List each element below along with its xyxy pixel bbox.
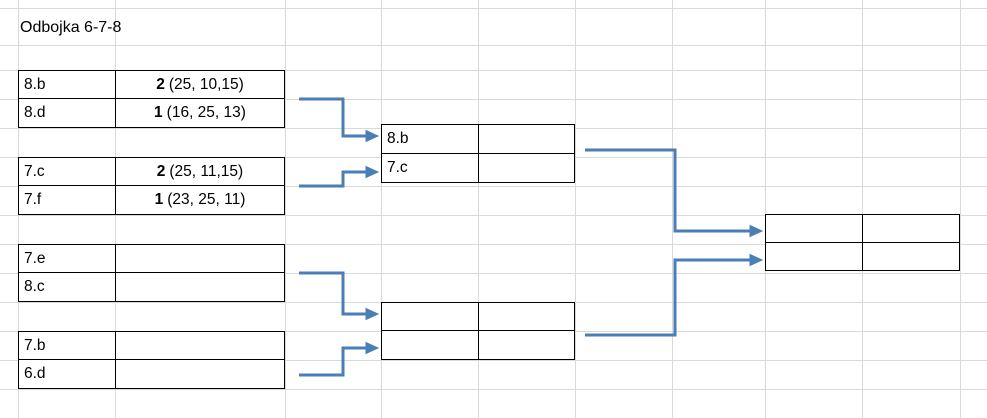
match-row[interactable]: 7.b bbox=[19, 332, 284, 360]
team-cell[interactable] bbox=[766, 242, 863, 270]
set-scores: (23, 25, 11) bbox=[167, 191, 246, 208]
gridline-vertical bbox=[960, 0, 961, 418]
match-row[interactable] bbox=[382, 331, 574, 359]
score-cell[interactable] bbox=[116, 360, 284, 388]
match-row[interactable]: 8.c bbox=[19, 273, 284, 301]
gridline-vertical bbox=[862, 0, 863, 418]
set-scores: (16, 25, 13) bbox=[166, 104, 246, 121]
match-row[interactable]: 7.e bbox=[19, 245, 284, 273]
team-cell[interactable]: 7.c bbox=[382, 153, 479, 182]
gridline-vertical bbox=[285, 0, 286, 418]
team-cell[interactable]: 8.c bbox=[19, 273, 116, 301]
connector-r1m1-to-r2m1 bbox=[299, 97, 380, 143]
gridline-horizontal bbox=[0, 186, 987, 187]
connector-r1m2-to-r2m1 bbox=[299, 165, 380, 188]
gridline-horizontal bbox=[0, 244, 987, 245]
gridline-vertical bbox=[381, 0, 382, 418]
match-table-f-m1[interactable] bbox=[765, 214, 960, 271]
team-cell[interactable] bbox=[382, 331, 479, 359]
connector-r2m2-to-final bbox=[585, 253, 764, 337]
match-row[interactable] bbox=[766, 215, 959, 243]
match-row[interactable]: 8.b bbox=[382, 125, 574, 154]
gridline-vertical bbox=[765, 0, 766, 418]
connector-r1m3-to-r2m2 bbox=[299, 271, 380, 321]
score-cell[interactable] bbox=[116, 273, 284, 301]
match-row[interactable]: 6.d bbox=[19, 360, 284, 388]
score-cell[interactable]: 2(25, 10,15) bbox=[116, 71, 284, 98]
team-cell[interactable]: 7.b bbox=[19, 332, 116, 359]
gridline-vertical bbox=[478, 0, 479, 418]
match-wins: 2 bbox=[156, 75, 165, 93]
score-cell[interactable] bbox=[479, 303, 574, 330]
score-cell[interactable] bbox=[479, 125, 574, 153]
score-cell[interactable] bbox=[479, 331, 574, 359]
team-cell[interactable]: 6.d bbox=[19, 360, 116, 388]
connector-r1m4-to-r2m2 bbox=[299, 341, 380, 377]
gridline-horizontal bbox=[0, 70, 987, 71]
gridline-vertical bbox=[672, 0, 673, 418]
gridline-horizontal bbox=[0, 215, 987, 216]
team-cell[interactable] bbox=[382, 303, 479, 330]
match-row[interactable]: 7.c bbox=[382, 153, 574, 183]
match-table-r2-m2[interactable] bbox=[381, 302, 575, 360]
team-cell[interactable]: 7.c bbox=[19, 158, 116, 185]
score-cell[interactable]: 2(25, 11,15) bbox=[116, 158, 284, 185]
score-cell[interactable] bbox=[863, 215, 959, 242]
gridline-horizontal bbox=[0, 8, 987, 9]
team-cell[interactable] bbox=[766, 215, 863, 242]
set-scores: (25, 11,15) bbox=[169, 162, 244, 180]
score-cell[interactable] bbox=[479, 154, 574, 183]
gridline-horizontal bbox=[0, 389, 987, 390]
gridline-horizontal bbox=[0, 45, 987, 46]
match-row[interactable] bbox=[382, 303, 574, 331]
match-row[interactable] bbox=[766, 242, 959, 271]
gridline-horizontal bbox=[0, 273, 987, 274]
score-cell[interactable]: 1(23, 25, 11) bbox=[116, 186, 284, 214]
team-cell[interactable]: 7.e bbox=[19, 245, 116, 272]
score-cell[interactable]: 1(16, 25, 13) bbox=[116, 99, 284, 127]
page-title: Odbojka 6-7-8 bbox=[20, 19, 122, 36]
gridline-horizontal bbox=[0, 360, 987, 361]
gridline-horizontal bbox=[0, 99, 987, 100]
gridline-vertical bbox=[575, 0, 576, 418]
team-cell[interactable]: 8.d bbox=[19, 99, 116, 127]
match-wins: 1 bbox=[154, 104, 163, 121]
team-cell[interactable]: 8.b bbox=[382, 125, 479, 153]
connector-r2m1-to-final bbox=[585, 148, 764, 238]
match-wins: 2 bbox=[156, 162, 166, 180]
team-cell[interactable]: 8.b bbox=[19, 71, 116, 98]
match-wins: 1 bbox=[154, 191, 164, 208]
score-cell[interactable] bbox=[116, 245, 284, 272]
set-scores: (25, 10,15) bbox=[168, 75, 244, 93]
score-cell[interactable] bbox=[863, 243, 959, 271]
score-cell[interactable] bbox=[116, 332, 284, 359]
team-cell[interactable]: 7.f bbox=[19, 186, 116, 214]
